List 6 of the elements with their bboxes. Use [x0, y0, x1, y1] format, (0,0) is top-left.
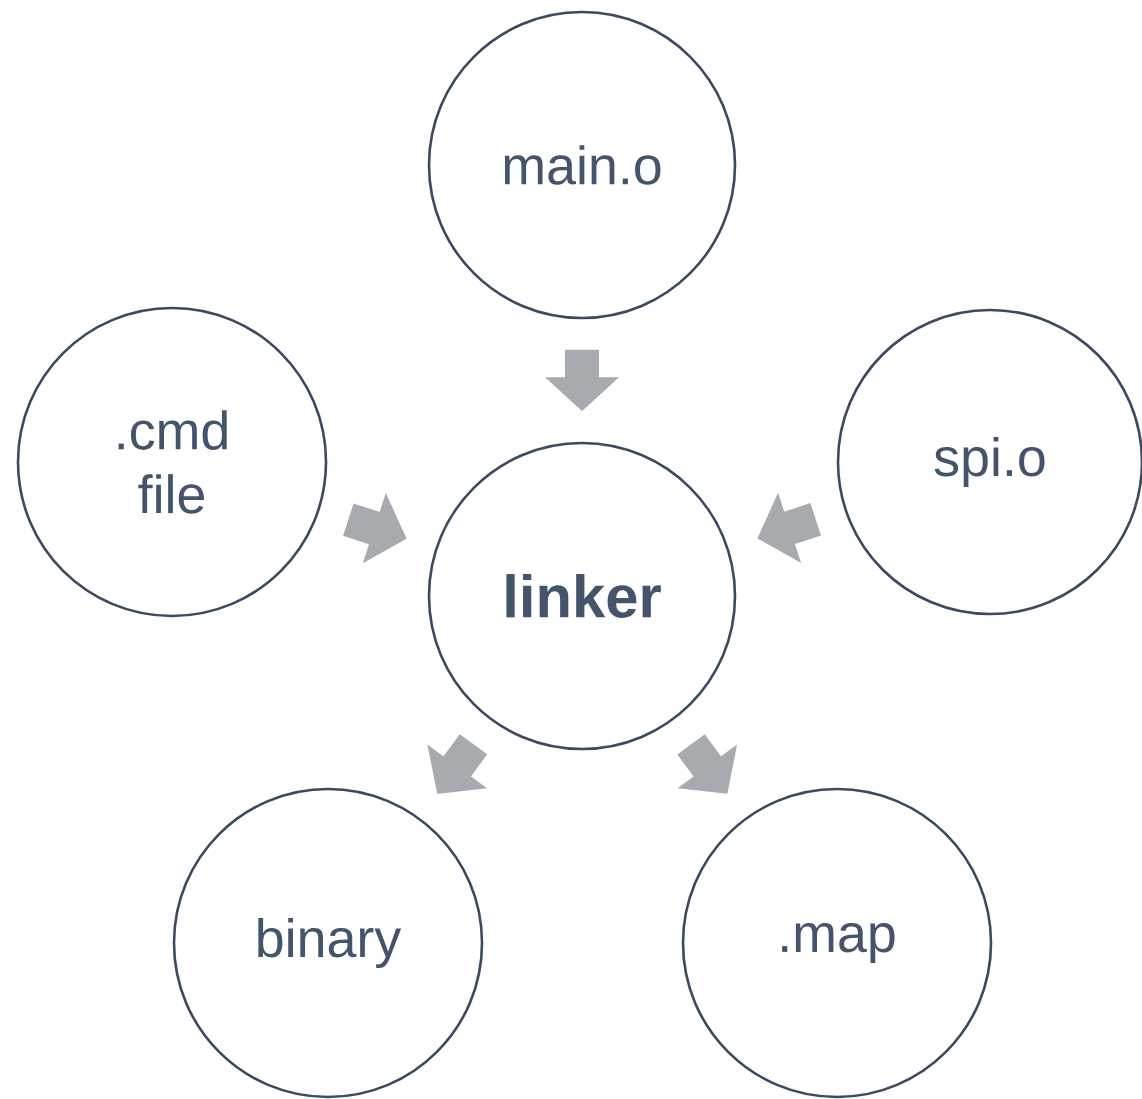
block-arrow: [677, 734, 738, 794]
circle-node: main.o: [427, 10, 737, 320]
circle-node: .cmd file: [16, 306, 328, 618]
circle-node: linker: [427, 441, 737, 751]
circle-node: binary: [172, 787, 484, 1099]
circle-node: .map: [681, 787, 993, 1099]
